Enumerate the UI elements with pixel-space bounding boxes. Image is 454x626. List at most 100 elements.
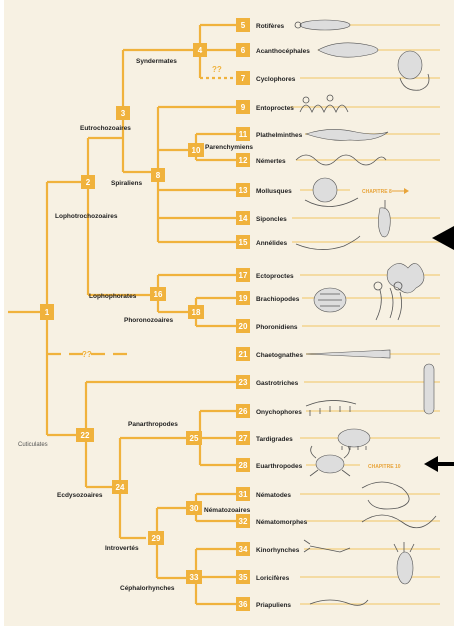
- node-16[interactable]: 16: [150, 287, 166, 301]
- animal-drawings: [294, 19, 437, 606]
- leaf-label: Plathelminthes: [256, 132, 303, 139]
- svg-text:27: 27: [239, 434, 248, 443]
- clade-label: Lophotrochozoaires: [55, 213, 118, 220]
- onychophoran-drawing-icon: [305, 400, 357, 416]
- svg-text:29: 29: [152, 534, 161, 543]
- leaf-label: Chaetognathes: [256, 352, 303, 359]
- svg-text:28: 28: [239, 461, 248, 470]
- node-30[interactable]: 30: [186, 501, 202, 515]
- svg-text:31: 31: [239, 490, 248, 499]
- node-2[interactable]: 2: [81, 175, 95, 189]
- leaf-28[interactable]: 28 Euarthropodes: [236, 458, 303, 472]
- cycliophore-drawing-icon: [397, 50, 430, 91]
- clade-label: Introvertés: [105, 545, 139, 552]
- sipunculan-drawing-icon: [378, 200, 391, 238]
- clade-label: Parenchymiens: [205, 144, 253, 151]
- leaf-label: Entoproctes: [256, 105, 294, 112]
- chaetognath-drawing-icon: [305, 349, 391, 359]
- node-10[interactable]: 10: [188, 143, 204, 157]
- node-18[interactable]: 18: [188, 305, 204, 319]
- leaf-label: Annélides: [256, 240, 287, 247]
- nematomorph-drawing-icon: [361, 514, 437, 529]
- node-4[interactable]: 4: [193, 43, 207, 57]
- clade-label: Nématozoaires: [204, 507, 251, 514]
- node-1[interactable]: 1: [40, 304, 54, 320]
- leaf-6[interactable]: 6 Acanthocéphales: [236, 43, 310, 57]
- phoronid-drawing-icon: [373, 281, 403, 321]
- leaf-label: Némertes: [256, 158, 286, 165]
- loriciferan-drawing-icon: [393, 542, 415, 585]
- clade-label: Céphalorhynches: [120, 585, 175, 592]
- leaf-7[interactable]: 7 Cyclophores: [236, 71, 296, 85]
- nematode-drawing-icon: [361, 481, 410, 510]
- svg-text:21: 21: [239, 350, 248, 359]
- leaf-label: Tardigrades: [256, 436, 293, 443]
- arrow-annelides-icon: [432, 226, 454, 250]
- internal-nodes: 1 2 3 4 8 10 16 18 22 24 25 29 30 33: [40, 43, 207, 584]
- kinorhynch-drawing-icon: [303, 539, 351, 553]
- uncertain-mark-21: ??: [82, 350, 92, 359]
- leaf-21[interactable]: 21 Chaetognathes: [236, 347, 303, 361]
- chapter-ref-8[interactable]: CHAPITRE 8: [362, 188, 409, 195]
- clade-label: Eutrochozoaires: [80, 125, 131, 132]
- annelid-drawing-icon: [295, 235, 361, 250]
- clade-label: Syndermates: [136, 58, 177, 65]
- svg-text:1: 1: [45, 308, 50, 317]
- svg-text:13: 13: [239, 186, 248, 195]
- tree-branches: [8, 23, 440, 606]
- node-24[interactable]: 24: [112, 480, 128, 494]
- tardigrade-drawing-icon: [337, 428, 371, 450]
- priapulid-drawing-icon: [309, 599, 369, 606]
- uncertain-mark-7: ??: [212, 65, 222, 74]
- node-22[interactable]: 22: [76, 428, 94, 442]
- clade-label: Lophophorates: [89, 293, 137, 300]
- svg-text:22: 22: [81, 431, 90, 440]
- node-3[interactable]: 3: [116, 106, 130, 120]
- svg-text:34: 34: [239, 545, 248, 554]
- svg-text:6: 6: [241, 46, 246, 55]
- chapter-ref-10[interactable]: CHAPITRE 10: [368, 464, 401, 470]
- node-33[interactable]: 33: [186, 570, 202, 584]
- leaf-label: Euarthropodes: [256, 463, 303, 470]
- leaf-13[interactable]: 13 Mollusques: [236, 183, 292, 197]
- leaf-label: Ectoproctes: [256, 273, 294, 280]
- svg-text:24: 24: [116, 483, 125, 492]
- svg-text:25: 25: [190, 434, 199, 443]
- leaf-27[interactable]: 27 Tardigrades: [236, 431, 293, 445]
- leaf-label: Gastrotriches: [256, 380, 299, 387]
- svg-text:12: 12: [239, 156, 248, 165]
- node-8[interactable]: 8: [151, 168, 165, 182]
- node-29[interactable]: 29: [148, 531, 164, 545]
- leaf-label: Brachiopodes: [256, 296, 300, 303]
- leaf-label: Cyclophores: [256, 76, 296, 83]
- rotifer-drawing-icon: [294, 19, 351, 31]
- svg-text:26: 26: [239, 407, 248, 416]
- svg-text:18: 18: [192, 308, 201, 317]
- svg-text:7: 7: [241, 74, 246, 83]
- entoproct-drawing-icon: [299, 94, 349, 114]
- leaf-26[interactable]: 26 Onychophores: [236, 404, 302, 418]
- node-25[interactable]: 25: [186, 431, 202, 445]
- svg-text:4: 4: [198, 46, 203, 55]
- leaf-label: Onychophores: [256, 409, 302, 416]
- svg-text:14: 14: [239, 214, 248, 223]
- leaf-label: Rotifères: [256, 23, 285, 30]
- leaf-12[interactable]: 12 Némertes: [236, 153, 286, 167]
- leaf-label: Acanthocéphales: [256, 48, 310, 55]
- leaf-label: Mollusques: [256, 188, 292, 195]
